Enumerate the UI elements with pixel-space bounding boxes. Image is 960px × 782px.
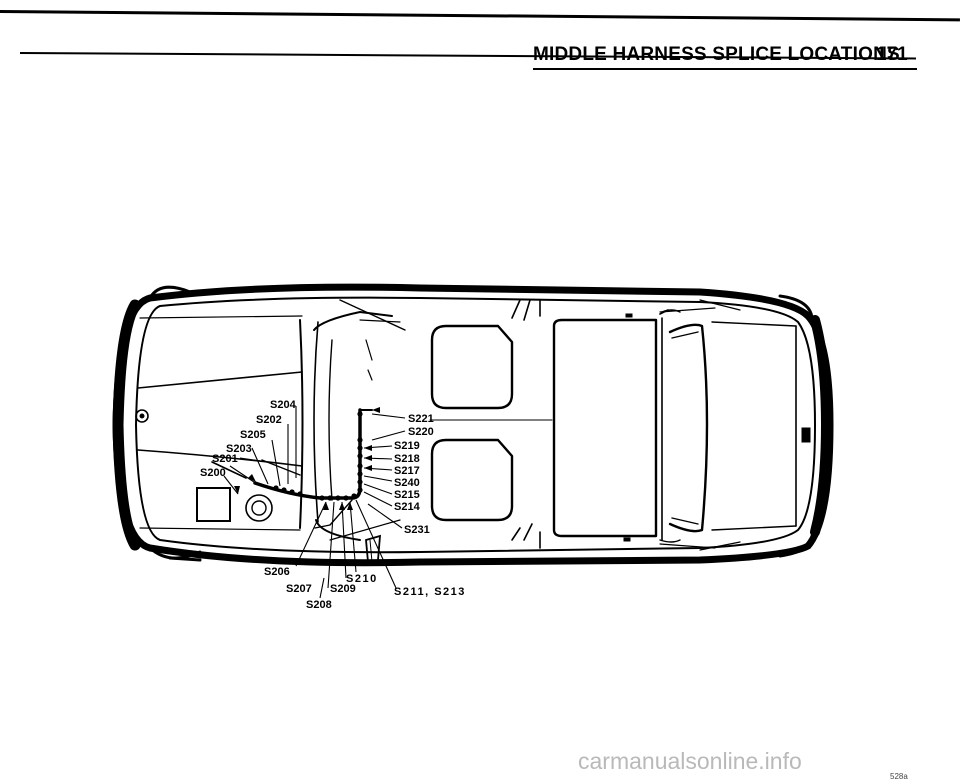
label-s209: S209 (330, 583, 356, 595)
label-s205: S205 (240, 429, 266, 441)
middle-harness-routing (211, 408, 373, 529)
label-s203: S203 (226, 443, 252, 455)
label-s231: S231 (404, 524, 430, 536)
header-rule-underline (533, 68, 917, 70)
label-s214: S214 (394, 501, 421, 513)
label-s215: S215 (394, 489, 420, 501)
page-title: MIDDLE HARNESS SPLICE LOCATIONS (533, 44, 900, 65)
label-s206: S206 (264, 566, 290, 578)
figure-id: 528a (890, 772, 908, 781)
label-s240: S240 (394, 477, 420, 489)
callout-arrows (234, 407, 380, 510)
label-s202: S202 (256, 414, 282, 426)
label-s220: S220 (408, 426, 434, 438)
splice-labels: S204 S202 S205 S203 S201 S200 S221 S220 … (200, 399, 466, 611)
relay-box-icon (196, 487, 231, 522)
label-s210: S210 (346, 573, 378, 585)
page-number: 171 (876, 44, 908, 65)
label-s200: S200 (200, 467, 226, 479)
vehicle-fittings (135, 313, 811, 564)
label-s208: S208 (306, 599, 332, 611)
splice-points (273, 411, 363, 501)
label-s219: S219 (394, 440, 420, 452)
label-s201: S201 (212, 453, 238, 465)
label-s218: S218 (394, 453, 420, 465)
watermark: carmanualsonline.info (578, 748, 802, 774)
grommet-icon (245, 494, 273, 522)
label-s207: S207 (286, 583, 312, 595)
label-s217: S217 (394, 465, 420, 477)
label-s211-s213: S211, S213 (394, 586, 466, 598)
callout-leaders (223, 406, 406, 599)
label-s221: S221 (408, 413, 434, 425)
fuel-cap-icon (135, 409, 149, 423)
vehicle-outline (112, 283, 834, 567)
label-s204: S204 (270, 399, 297, 411)
